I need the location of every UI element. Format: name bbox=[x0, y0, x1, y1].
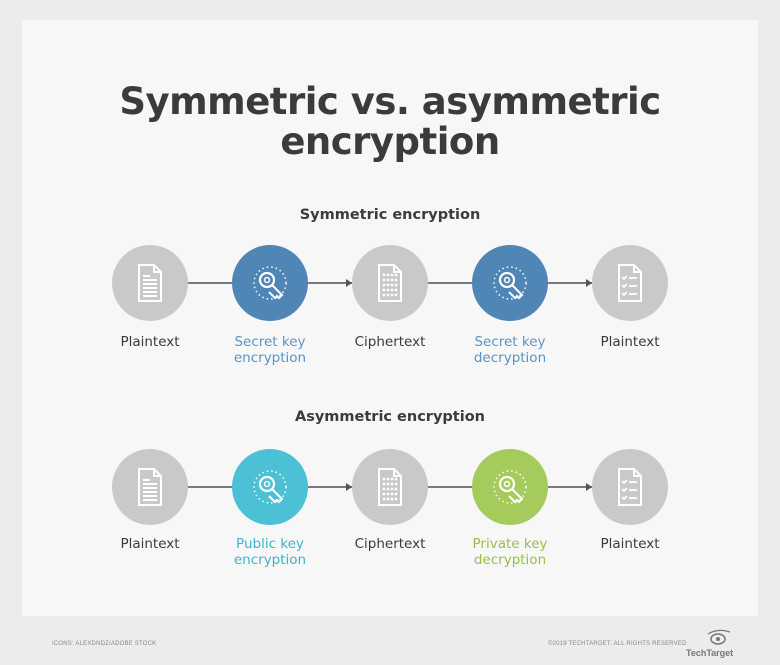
step-node bbox=[352, 449, 428, 525]
step-node bbox=[472, 245, 548, 321]
step-node bbox=[232, 245, 308, 321]
checklist-document-icon bbox=[618, 264, 642, 302]
arrow-head-icon bbox=[586, 279, 592, 287]
step-node bbox=[112, 245, 188, 321]
step-label: Ciphertext bbox=[330, 536, 450, 552]
flow-connector bbox=[428, 282, 472, 284]
step-label: Plaintext bbox=[90, 536, 210, 552]
flow-connector bbox=[548, 486, 592, 488]
title-line-2: encryption bbox=[280, 120, 500, 163]
diagram-title: Symmetric vs. asymmetric encryption bbox=[0, 82, 780, 162]
step-node bbox=[112, 449, 188, 525]
step-label-line-1: Ciphertext bbox=[354, 334, 426, 350]
document-icon bbox=[138, 468, 162, 506]
flow-connector bbox=[548, 282, 592, 284]
step-label-line-1: Secret key bbox=[234, 334, 306, 350]
step-label-line-1: Ciphertext bbox=[354, 536, 426, 552]
step-label-line-1: Secret key bbox=[474, 334, 546, 350]
step-node bbox=[232, 449, 308, 525]
icon-credit: ICONS: ALEXDNDZ/ADOBE STOCK bbox=[52, 641, 157, 647]
section-heading: Asymmetric encryption bbox=[295, 409, 485, 425]
step-label-line-1: Private key bbox=[472, 536, 548, 552]
step-label: Plaintext bbox=[570, 536, 690, 552]
arrow-head-icon bbox=[586, 483, 592, 491]
step-label-line-1: Plaintext bbox=[120, 536, 180, 552]
step-node bbox=[352, 245, 428, 321]
eye-icon bbox=[707, 629, 731, 645]
flow-connector bbox=[188, 282, 232, 284]
section-heading: Symmetric encryption bbox=[299, 207, 481, 223]
flow-connector bbox=[308, 486, 352, 488]
arrow-head-icon bbox=[346, 279, 352, 287]
cipher-document-icon bbox=[378, 264, 402, 302]
step-label: Ciphertext bbox=[330, 334, 450, 350]
key-icon bbox=[493, 266, 527, 300]
arrow-head-icon bbox=[346, 483, 352, 491]
step-label-line-2: encryption bbox=[233, 552, 307, 568]
checklist-document-icon bbox=[618, 468, 642, 506]
step-label-line-2: decryption bbox=[473, 350, 547, 366]
flow-connector bbox=[188, 486, 232, 488]
flow-connector bbox=[428, 486, 472, 488]
cipher-document-icon bbox=[378, 468, 402, 506]
step-label: Plaintext bbox=[90, 334, 210, 350]
document-icon bbox=[138, 264, 162, 302]
step-node bbox=[472, 449, 548, 525]
step-label-line-1: Public key bbox=[236, 536, 304, 552]
key-icon bbox=[253, 470, 287, 504]
key-icon bbox=[493, 470, 527, 504]
copyright: ©2019 TECHTARGET. ALL RIGHTS RESERVED bbox=[548, 641, 687, 647]
title-line-1: Symmetric vs. asymmetric bbox=[119, 80, 661, 123]
step-label-line-2: encryption bbox=[233, 350, 307, 366]
step-label: Plaintext bbox=[570, 334, 690, 350]
step-label-line-1: Plaintext bbox=[600, 536, 660, 552]
flow-connector bbox=[308, 282, 352, 284]
step-label-line-1: Plaintext bbox=[120, 334, 180, 350]
step-label-line-1: Plaintext bbox=[600, 334, 660, 350]
techtarget-logo: TechTarget bbox=[686, 628, 738, 658]
key-icon bbox=[253, 266, 287, 300]
step-node bbox=[592, 245, 668, 321]
step-node bbox=[592, 449, 668, 525]
step-label-line-2: decryption bbox=[473, 552, 547, 568]
